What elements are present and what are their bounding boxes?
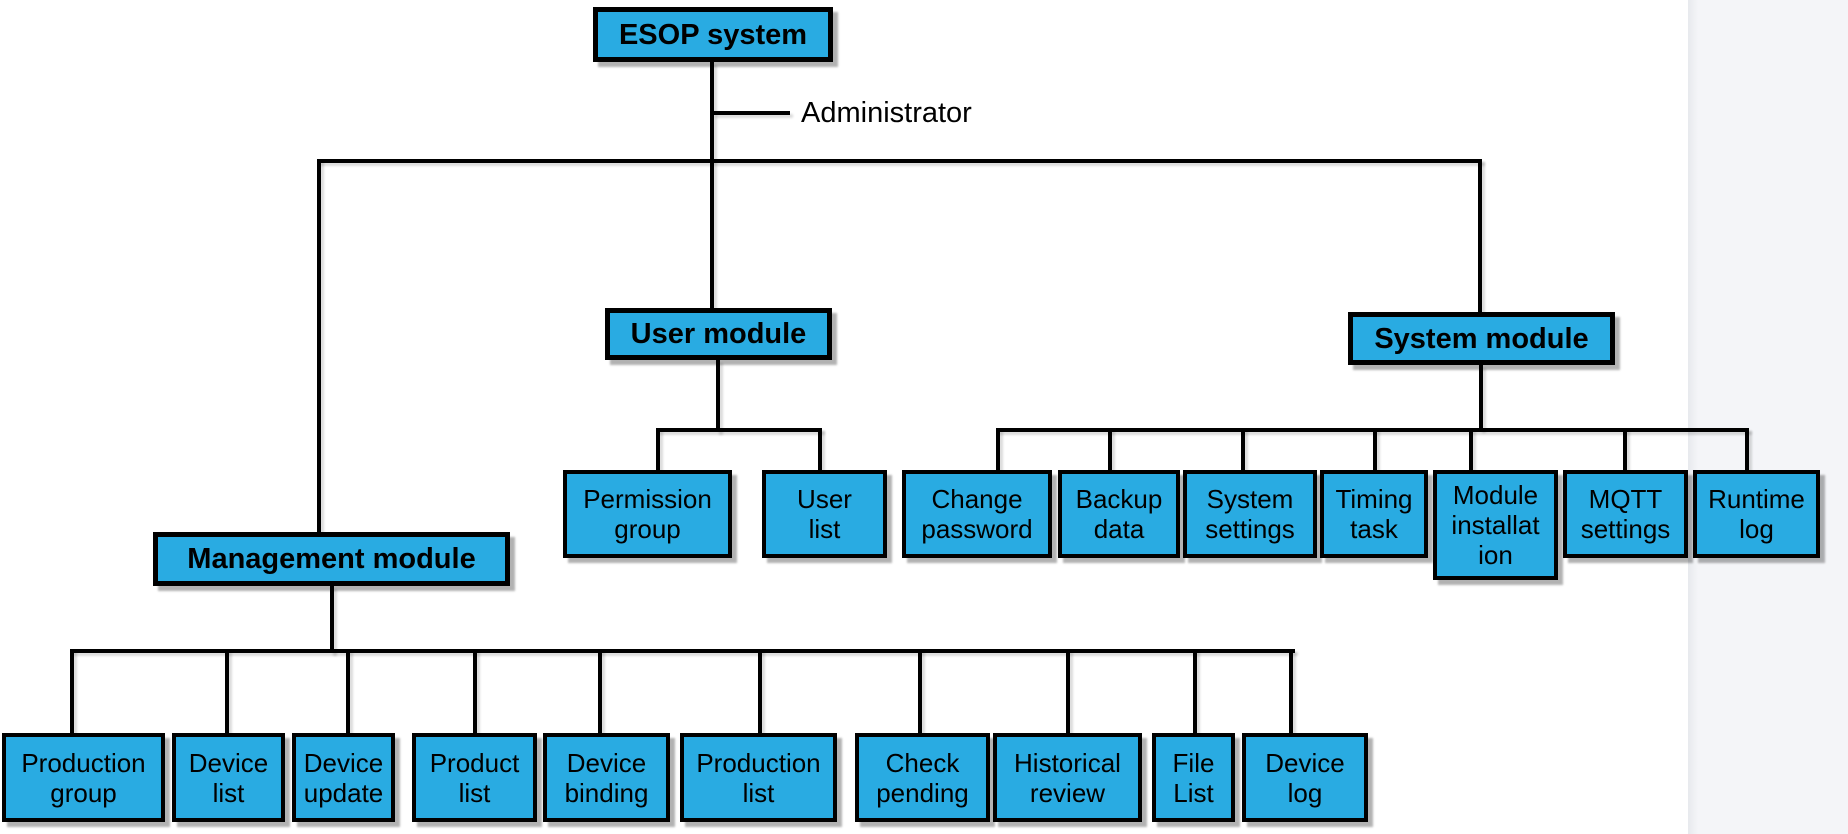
connector-line (225, 649, 229, 735)
node-system-module[interactable]: System module (1348, 312, 1615, 365)
connector-line (346, 649, 350, 735)
connector-line (996, 428, 1749, 432)
node-user-list[interactable]: User list (762, 470, 887, 558)
node-device-log[interactable]: Device log (1242, 733, 1368, 822)
connector-line (70, 649, 1295, 653)
connector-line (656, 428, 660, 472)
connector-line (1623, 428, 1627, 472)
connector-line (473, 649, 477, 735)
connector-line (712, 111, 790, 115)
connector-line (996, 428, 1000, 472)
node-check-pending[interactable]: Check pending (855, 733, 990, 822)
node-mqtt-settings[interactable]: MQTT settings (1563, 470, 1688, 558)
node-backup-data[interactable]: Backup data (1058, 470, 1180, 558)
node-device-list[interactable]: Device list (172, 733, 285, 822)
node-runtime-log[interactable]: Runtime log (1693, 470, 1820, 558)
connector-line (330, 586, 334, 653)
node-module-installation[interactable]: Module installat ion (1433, 470, 1558, 580)
node-user-module[interactable]: User module (605, 308, 832, 360)
node-system-settings[interactable]: System settings (1183, 470, 1317, 558)
connector-line (1108, 428, 1112, 472)
node-change-password[interactable]: Change password (902, 470, 1052, 558)
node-production-group[interactable]: Production group (2, 733, 165, 822)
node-product-list[interactable]: Product list (412, 733, 537, 822)
connector-line (1193, 649, 1197, 735)
connector-line (1289, 649, 1293, 735)
node-file-list[interactable]: File List (1152, 733, 1235, 822)
connector-line (70, 649, 74, 735)
node-device-update[interactable]: Device update (292, 733, 395, 822)
connector-line (1479, 365, 1483, 430)
connector-line (1469, 428, 1473, 472)
node-management-module[interactable]: Management module (153, 532, 510, 586)
connector-line (758, 649, 762, 735)
connector-line (317, 159, 321, 534)
node-device-binding[interactable]: Device binding (543, 733, 670, 822)
node-historical-review[interactable]: Historical review (993, 733, 1142, 822)
connector-line (818, 428, 822, 472)
connector-line (317, 159, 1482, 163)
connector-line (1066, 649, 1070, 735)
connector-line (598, 649, 602, 735)
connector-line (918, 649, 922, 735)
connector-line (710, 62, 714, 308)
connector-line (656, 428, 822, 432)
node-permission-group[interactable]: Permission group (563, 470, 732, 558)
canvas-page-edge (1688, 0, 1848, 834)
connector-line (1373, 428, 1377, 472)
edge-label-administrator: Administrator (801, 97, 972, 129)
connector-line (1745, 428, 1749, 472)
connector-line (1478, 159, 1482, 314)
node-production-list[interactable]: Production list (680, 733, 837, 822)
connector-line (716, 360, 720, 432)
node-esop-system[interactable]: ESOP system (593, 7, 833, 62)
connector-line (1241, 428, 1245, 472)
node-timing-task[interactable]: Timing task (1320, 470, 1428, 558)
